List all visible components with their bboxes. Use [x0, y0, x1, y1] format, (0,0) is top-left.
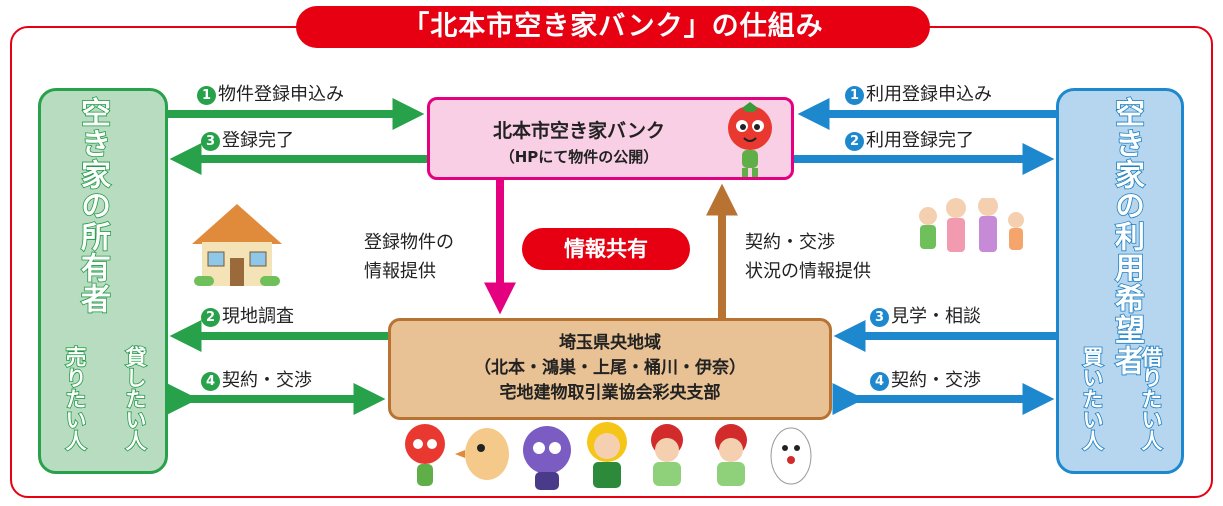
user-sub-buy: 買いたい人 [1079, 345, 1105, 452]
white-bird-mascot-icon [770, 427, 812, 485]
sunflower-mascot-icon [587, 422, 627, 488]
assoc-region: 埼玉県央地域 [559, 333, 661, 353]
realestate-association-box: 埼玉県央地域 （北本・鴻巣・上尾・桶川・伊奈） 宅地建物取引業協会彩央支部 [388, 318, 832, 420]
assoc-name: 宅地建物取引業協会彩央支部 [499, 383, 721, 403]
akiya-bank-box: 北本市空き家バンク （HPにて物件の公開） [427, 97, 794, 180]
user-box: 空き家の利用希望者 借りたい人 買いたい人 [1056, 88, 1184, 474]
assoc-cities: （北本・鴻巣・上尾・桶川・伊奈） [474, 358, 746, 378]
user-title: 空き家の利用希望者 [1108, 96, 1145, 377]
purple-mascot-icon [523, 426, 571, 490]
bank-name: 北本市空き家バンク [493, 120, 665, 142]
owner-sub-sell: 売りたい人 [62, 345, 88, 452]
owner-title: 空き家の所有者 [74, 96, 111, 315]
flower-mascot-icon-2 [715, 424, 747, 486]
bird-mascot-icon [455, 428, 509, 480]
family-icon [919, 198, 1024, 252]
tomato-mascot-icon [728, 102, 772, 177]
user-sub-borrow: 借りたい人 [1138, 345, 1164, 452]
tomato-mascot-icon-2 [405, 424, 445, 486]
info-share-badge: 情報共有 [522, 228, 690, 270]
flower-mascot-icon [651, 424, 683, 486]
owner-box: 空き家の所有者 貸したい人 売りたい人 [38, 88, 168, 474]
house-icon [192, 204, 282, 286]
diagram-title: 「北本市空き家バンク」の仕組み [296, 6, 930, 48]
contract-status-text: 契約・交渉 状況の情報提供 [745, 232, 871, 282]
bank-note: （HPにて物件の公開） [499, 148, 659, 166]
mascots-row [405, 422, 812, 490]
owner-sub-rent: 貸したい人 [122, 345, 148, 452]
info-provide-text: 登録物件の 情報提供 [364, 232, 454, 282]
